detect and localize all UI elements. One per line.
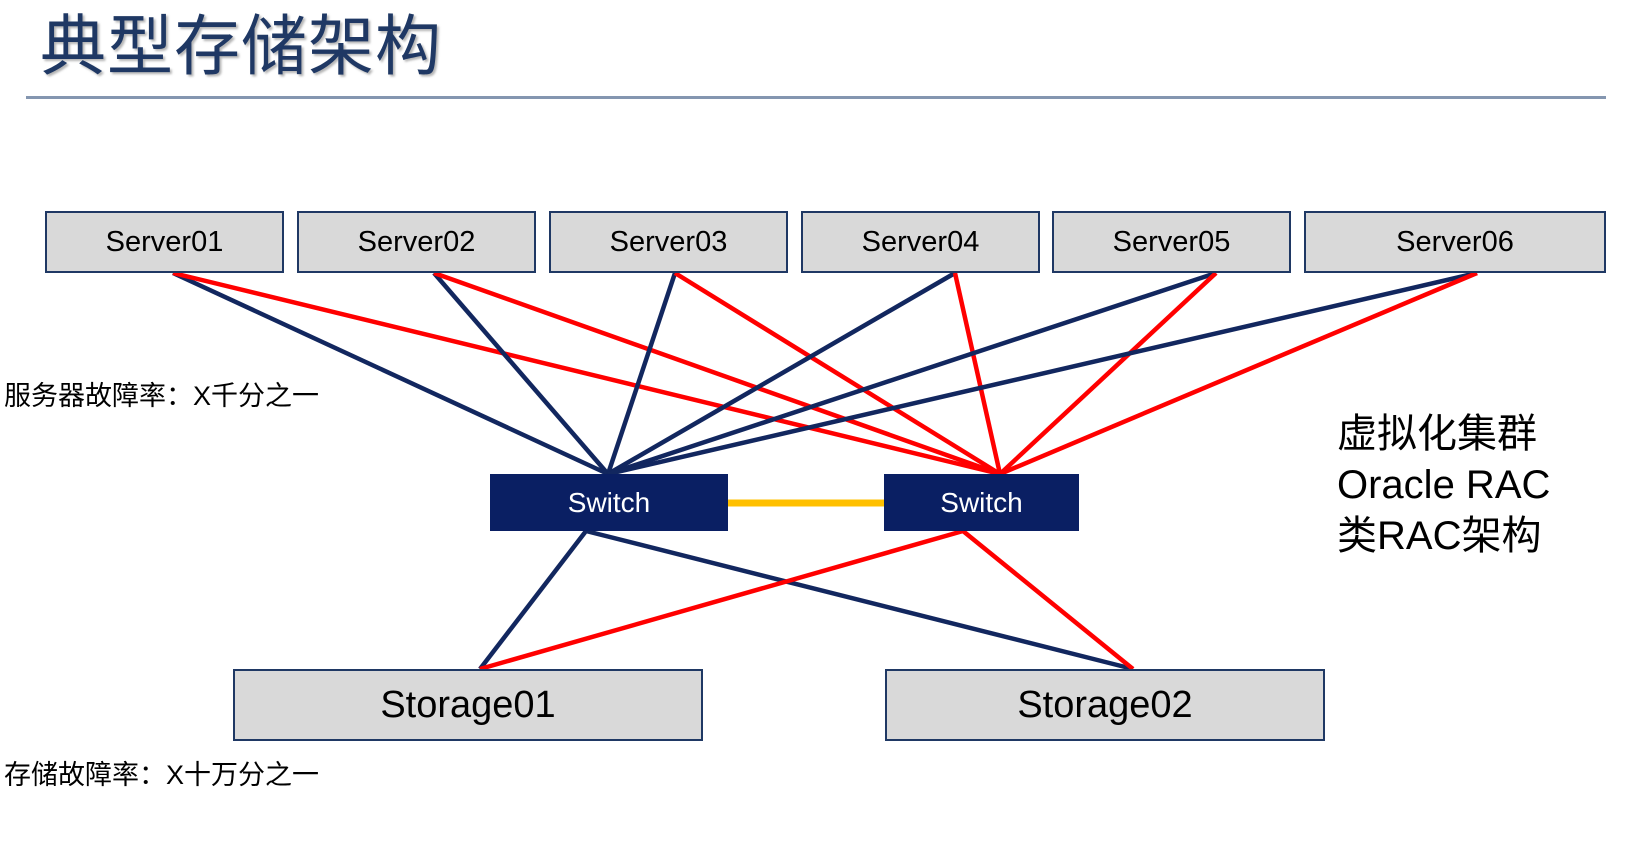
link-server06-switch02 [999,270,1478,477]
page-title: 典型存储架构 [40,9,442,83]
cluster-note-line-2: Oracle RAC [1337,463,1551,507]
server-failure-rate-note: 服务器故障率：X千分之一 [4,381,320,411]
server-node-label: Server04 [861,225,980,258]
storage-node-storage01[interactable]: Storage01 [233,669,703,741]
storage-node-label: Storage02 [1017,683,1193,726]
link-switch02-storage01 [479,528,964,672]
switch-node-label: Switch [940,486,1023,518]
title-divider [26,96,1606,99]
link-server05-switch02 [998,271,1218,476]
link-switch01-storage02 [585,528,1134,672]
switch-node-switch02[interactable]: Switch [884,474,1079,531]
server-node-label: Server02 [357,225,476,258]
server-node-server04[interactable]: Server04 [801,211,1040,273]
switch-node-label: Switch [567,486,651,518]
server-node-server03[interactable]: Server03 [549,211,788,273]
link-server03-switch02 [673,271,1002,476]
switch-node-switch01[interactable]: Switch [490,474,728,531]
link-server01-switch02 [172,270,1001,477]
cluster-note-line-3: 类RAC架构 [1337,514,1542,558]
switch-to-storage-links [478,528,1135,672]
storage-node-label: Storage01 [380,683,556,726]
server-node-server01[interactable]: Server01 [45,211,284,273]
server-to-switch-links [172,270,1478,477]
link-server02-switch02 [433,270,1001,477]
server-node-label: Server06 [1396,225,1514,258]
link-server03-switch01 [605,272,678,475]
link-server06-switch01 [607,270,1478,477]
link-server04-switch01 [606,271,957,476]
cluster-architecture-note: 虚拟化集群 Oracle RAC 类RAC架构 [1337,409,1550,562]
storage-failure-rate-note: 存储故障率：X十万分之一 [4,760,320,790]
server-node-label: Server05 [1112,225,1231,258]
link-server04-switch02 [952,272,1003,475]
cluster-note-line-1: 虚拟化集群 [1337,412,1537,456]
server-node-server06[interactable]: Server06 [1304,211,1606,273]
server-node-label: Server03 [609,225,728,258]
server-node-server05[interactable]: Server05 [1052,211,1291,273]
link-switch01-storage01 [478,529,588,671]
server-node-server02[interactable]: Server02 [297,211,536,273]
link-server01-switch01 [172,270,609,477]
link-server02-switch01 [432,271,610,476]
server-node-label: Server01 [105,225,224,258]
storage-node-storage02[interactable]: Storage02 [885,669,1325,741]
link-switch02-storage02 [961,529,1135,671]
link-server05-switch01 [607,270,1217,477]
